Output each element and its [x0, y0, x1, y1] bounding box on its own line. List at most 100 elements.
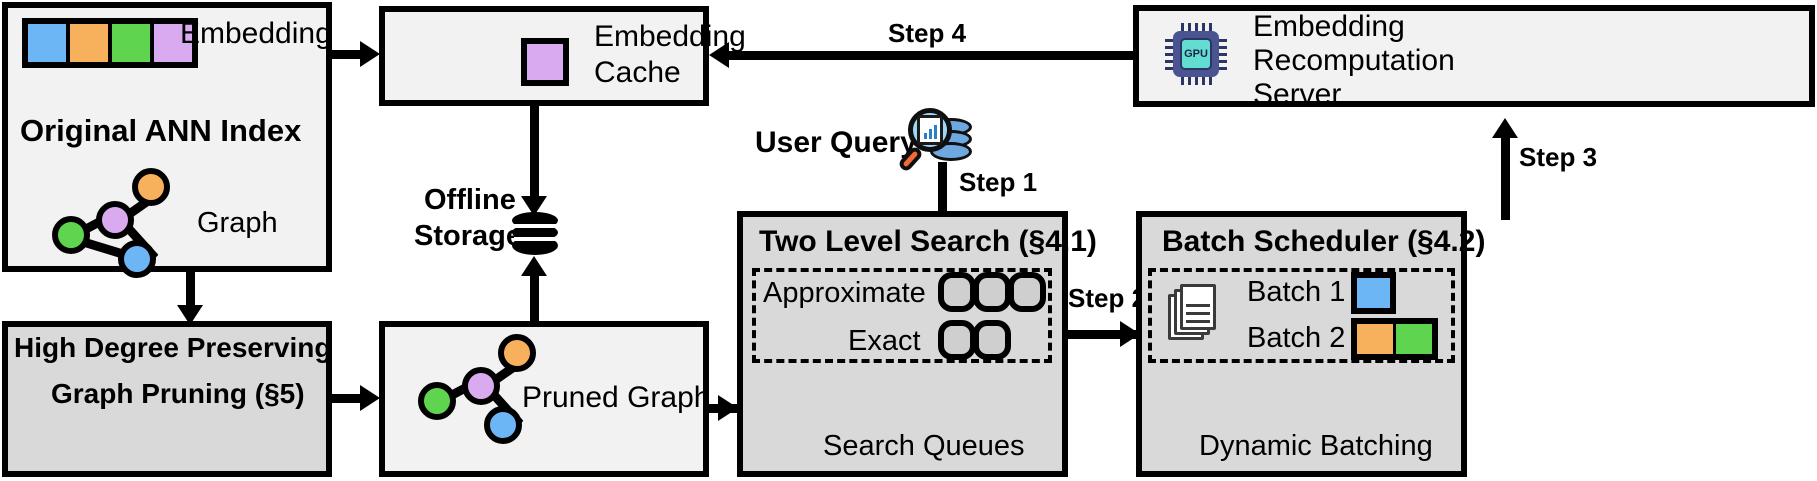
original-ann-index-title: Original ANN Index: [20, 113, 302, 148]
batch1-label: Batch 1: [1247, 276, 1346, 308]
gpu-core-label: GPU: [1180, 38, 1212, 70]
gpu-pin: [1181, 75, 1184, 85]
document-text-line: [1186, 312, 1210, 315]
graph-pruning-box: [2, 321, 332, 477]
batch2-swatch-green: [1393, 318, 1438, 360]
arrow-pruning-to-pruned-head: [360, 385, 380, 411]
two-level-search-title: Two Level Search (§4.1): [759, 225, 1097, 258]
graph-node-orange: [132, 168, 170, 206]
recomputation-server-box: [1133, 5, 1815, 107]
arrow-pruned-to-storage-head: [521, 256, 547, 276]
recomputation-server-line1: Embedding: [1253, 10, 1405, 43]
gpu-pin: [1165, 53, 1175, 56]
two-level-search-box: [737, 211, 1068, 477]
step4-label: Step 4: [888, 18, 967, 48]
documents-icon: [1168, 284, 1222, 346]
dynamic-batching-dashed-region: [1148, 268, 1455, 363]
embedding-swatch-green: [112, 24, 154, 62]
user-query-label: User Query: [755, 126, 917, 159]
arrow-pruned-to-search-head: [718, 395, 738, 421]
embedding-swatch-orange: [70, 24, 112, 62]
arrow-step3-line: [1501, 130, 1510, 220]
dynamic-batching-footer: Dynamic Batching: [1199, 430, 1433, 462]
offline-storage-db-icon: [512, 212, 558, 256]
approximate-queue-cell: [973, 272, 1011, 312]
recomputation-server-line3: Server: [1253, 78, 1342, 111]
graph-node-green: [52, 216, 90, 254]
exact-row-label: Exact: [848, 325, 921, 357]
offline-storage-line2: Storage: [414, 220, 522, 252]
gpu-pin: [1195, 75, 1198, 85]
arrow-index-to-cache-head: [360, 41, 380, 67]
db-band: [514, 237, 556, 241]
step1-label: Step 1: [959, 167, 1038, 197]
arrow-step4-line: [722, 51, 1133, 60]
exact-queue-cell: [973, 320, 1011, 360]
gpu-pin: [1217, 53, 1227, 56]
offline-storage-line1: Offline: [424, 184, 516, 216]
embedding-label: Embedding: [180, 17, 332, 50]
arrow-step3-head: [1492, 118, 1518, 138]
magnifier-document: [917, 115, 943, 145]
arrow-index-to-cache-line: [332, 50, 372, 59]
gpu-pin: [1181, 23, 1184, 33]
approximate-row-label: Approximate: [763, 277, 926, 309]
gpu-pin: [1209, 75, 1212, 85]
gpu-pin: [1217, 67, 1227, 70]
graph-label: Graph: [197, 207, 278, 239]
gpu-pin: [1188, 75, 1191, 85]
graph-node-purple: [96, 201, 134, 239]
batch2-swatch-orange: [1351, 318, 1396, 360]
approximate-queue-cell: [1008, 272, 1046, 312]
search-queues-dashed-region: [752, 268, 1052, 363]
arrow-pruning-to-pruned-line: [332, 394, 372, 403]
graph-node-purple: [462, 367, 500, 405]
arrow-index-to-pruning-head: [177, 305, 203, 325]
embedding-swatch-strip: [22, 18, 198, 68]
pruned-graph-widget: [404, 334, 544, 444]
exact-queue-cell: [938, 320, 976, 360]
graph-node-green: [418, 382, 456, 420]
arrow-step1-line: [938, 162, 947, 220]
gpu-pin: [1217, 39, 1227, 42]
embedding-swatch-blue: [28, 24, 70, 62]
batch2-label: Batch 2: [1247, 322, 1346, 354]
embedding-cache-title-line2: Cache: [594, 56, 681, 89]
arrow-step4-head: [709, 42, 729, 68]
pruned-graph-label: Pruned Graph: [522, 381, 711, 414]
gpu-pin: [1217, 60, 1227, 63]
doc-bar: [934, 125, 937, 139]
gpu-pin: [1165, 46, 1175, 49]
graph-node-blue: [118, 240, 156, 278]
batch-scheduler-title: Batch Scheduler (§4.2): [1162, 225, 1486, 258]
arrow-step2-head: [1120, 321, 1140, 347]
gpu-pin: [1165, 60, 1175, 63]
search-queues-footer: Search Queues: [823, 430, 1025, 462]
search-database-icon: [896, 106, 976, 176]
document-text-line: [1186, 320, 1210, 323]
ann-index-graph: [40, 168, 180, 278]
step3-label: Step 3: [1519, 142, 1598, 172]
arrow-cache-to-storage-head: [521, 196, 547, 216]
graph-node-orange: [498, 334, 536, 372]
graph-node-blue: [484, 406, 522, 444]
gpu-pin: [1202, 75, 1205, 85]
gpu-pin: [1209, 23, 1212, 33]
embedding-swatch-purple: [154, 24, 192, 62]
doc-bar: [929, 129, 932, 139]
graph-pruning-title-line2: Graph Pruning (§5): [51, 378, 305, 409]
document-text-line: [1186, 304, 1210, 307]
gpu-pin: [1202, 23, 1205, 33]
arrow-cache-to-storage-line: [530, 106, 539, 202]
doc-bar: [924, 133, 927, 139]
embedding-cache-swatch: [521, 38, 569, 86]
gpu-pin: [1217, 46, 1227, 49]
recomputation-server-line2: Recomputation: [1253, 44, 1455, 77]
graph-pruning-title-line1: High Degree Preserving: [14, 332, 332, 363]
step2-label: Step 2: [1068, 283, 1147, 313]
arrow-step2-line: [1068, 330, 1136, 339]
gpu-pin: [1188, 23, 1191, 33]
arrow-index-to-pruning-line: [186, 272, 195, 308]
approximate-queue-cell: [938, 272, 976, 312]
